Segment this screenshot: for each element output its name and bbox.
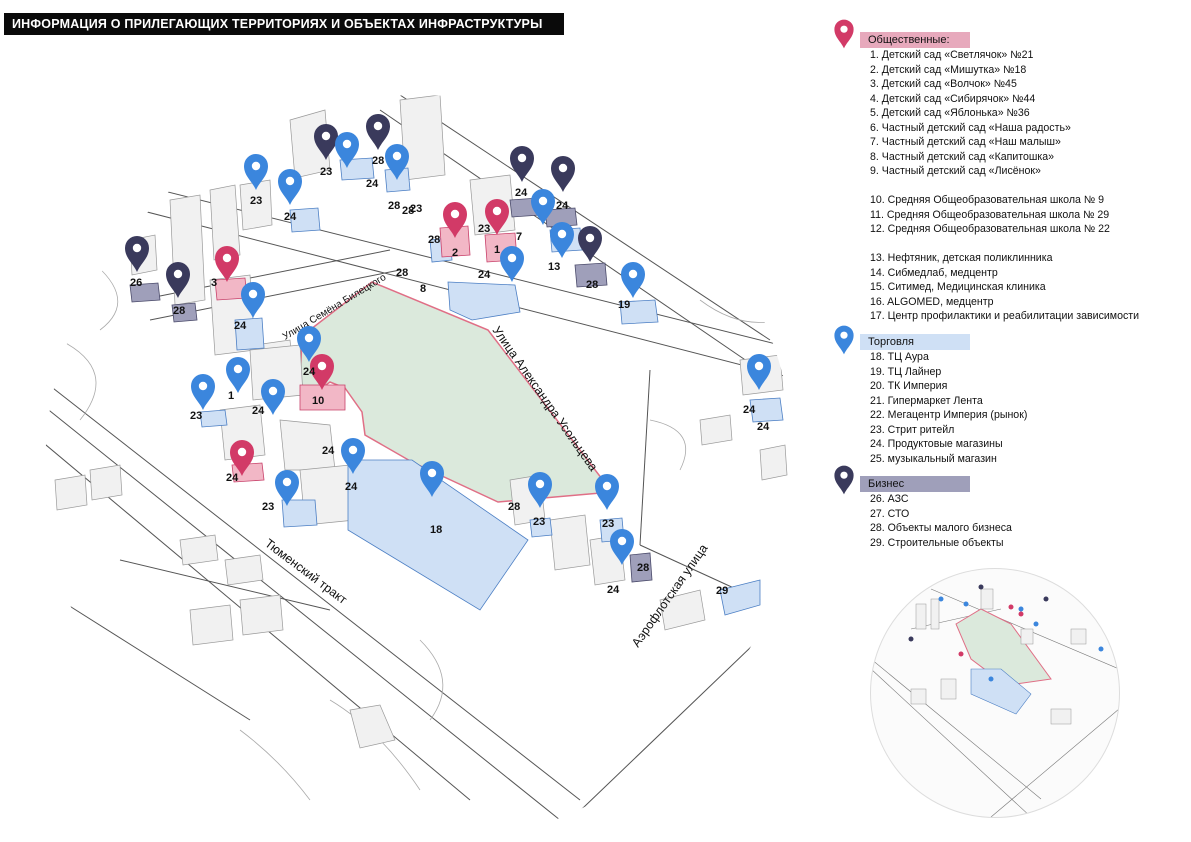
overview-mini-map xyxy=(870,568,1120,818)
legend-item: 1. Детский сад «Светлячок» №21 xyxy=(870,49,1034,61)
map-label: 24 xyxy=(607,584,620,596)
legend-spacer xyxy=(870,179,1139,194)
map-label: 23 xyxy=(533,516,545,528)
map-label: 28 xyxy=(396,267,408,279)
map-label: 24 xyxy=(743,404,756,416)
legend-item: 29. Строительные объекты xyxy=(870,536,1004,549)
map-label: 23 xyxy=(250,195,262,207)
map-label: 28 xyxy=(388,200,400,212)
map-label: 13 xyxy=(548,261,560,273)
map-label: 24 xyxy=(303,366,316,378)
legend-item: 3. Детский сад «Волчок» №45 xyxy=(870,78,1017,90)
map-label: 28 xyxy=(508,501,520,513)
map-label: 28 xyxy=(428,234,440,246)
map-label: 1 xyxy=(228,390,234,402)
legend-item: 19. ТЦ Лайнер xyxy=(870,365,942,378)
legend-item: 25. музыкальный магазин xyxy=(870,452,997,465)
map-label: 24 xyxy=(322,445,335,457)
map-base: Улица Семёна Билецкого Улица Александра … xyxy=(45,95,795,842)
legend-item: 16. ALGOMED, медцентр xyxy=(870,295,994,308)
legend-item: 9. Частный детский сад «Лисёнок» xyxy=(870,165,1041,177)
legend-item: 4. Детский сад «Сибирячок» №44 xyxy=(870,92,1036,105)
map-label: 24 xyxy=(284,211,297,223)
map-label: 23 xyxy=(410,203,422,215)
legend-item: 2. Детский сад «Мишутка» №18 xyxy=(870,63,1027,76)
map-label: 28 xyxy=(402,205,414,217)
mini-map-graphic xyxy=(871,584,1119,817)
map-label: 24 xyxy=(556,200,569,212)
map-label: 24 xyxy=(515,187,528,199)
map-label: 10 xyxy=(312,395,324,407)
map-label: 23 xyxy=(602,518,614,530)
legend-list-public: 1. Детский сад «Светлячок» №21 2. Детски… xyxy=(870,48,1139,324)
legend-item: 23. Стрит ритейл xyxy=(870,423,955,436)
map-label: 23 xyxy=(190,410,202,422)
legend-heading-public: Общественные: xyxy=(860,32,970,48)
map-label: 24 xyxy=(366,178,379,190)
map-label: 24 xyxy=(478,269,491,281)
map-pin-icon xyxy=(834,325,854,355)
map-label: 28 xyxy=(586,279,598,291)
building-18 xyxy=(347,459,529,611)
map-label: 23 xyxy=(478,223,490,235)
map-label: 24 xyxy=(252,405,265,417)
legend-list-trade: 18. ТЦ Аура 19. ТЦ Лайнер 20. ТК Империя… xyxy=(870,350,1027,466)
map-label: 23 xyxy=(262,501,274,513)
legend-heading-business: Бизнес xyxy=(860,476,970,492)
map-label: 24 xyxy=(234,320,247,332)
legend-item: 21. Гипермаркет Лента xyxy=(870,394,983,407)
page-title: ИНФОРМАЦИЯ О ПРИЛЕГАЮЩИХ ТЕРРИТОРИЯХ И О… xyxy=(4,13,564,35)
legend-item: 7. Частный детский сад «Наш малыш» xyxy=(870,136,1061,148)
map-label: 1 xyxy=(494,244,500,256)
map-label: 28 xyxy=(173,305,185,317)
legend-item: 17. Центр профилактики и реабилитации за… xyxy=(870,310,1140,322)
map-label: 24 xyxy=(757,421,770,433)
legend-item: 28. Объекты малого бизнеса xyxy=(870,522,1012,534)
map-label: 24 xyxy=(345,481,358,493)
legend-spacer xyxy=(870,237,1139,252)
legend-item: 8. Частный детский сад «Капитошка» xyxy=(870,150,1055,163)
legend-item: 11. Средняя Общеобразовательная школа № … xyxy=(870,208,1110,221)
legend-item: 22. Мегацентр Империя (рынок) xyxy=(870,409,1028,421)
map-label: 2 xyxy=(452,247,458,259)
map-label: 18 xyxy=(430,524,442,536)
legend-item: 18. ТЦ Аура xyxy=(870,351,929,363)
legend-item: 5. Детский сад «Яблонька» №36 xyxy=(870,107,1030,119)
legend-item: 26. АЗС xyxy=(870,493,909,505)
legend-heading-trade: Торговля xyxy=(860,334,970,350)
legend-item: 20. ТК Империя xyxy=(870,380,948,392)
legend-item: 13. Нефтяник, детская поликлинника xyxy=(870,252,1053,264)
map-label: 3 xyxy=(211,277,217,289)
map-label: 23 xyxy=(320,166,332,178)
map-label: 28 xyxy=(372,155,384,167)
map-label: 8 xyxy=(420,283,426,295)
map-pin-icon xyxy=(834,465,854,495)
map-label: 7 xyxy=(516,231,522,243)
legend-item: 15. Ситимед, Медицинская клиника xyxy=(870,281,1046,293)
map-pin-icon xyxy=(834,19,854,49)
map-label: 28 xyxy=(637,562,649,574)
legend-item: 14. Сибмедлаб, медцентр xyxy=(870,266,998,279)
map-label: 26 xyxy=(130,277,142,289)
legend-item: 6. Частный детский сад «Наша радость» xyxy=(870,121,1071,134)
map-label: 24 xyxy=(226,472,239,484)
site-map: Улица Семёна Билецкого Улица Александра … xyxy=(45,95,795,842)
legend-item: 24. Продуктовые магазины xyxy=(870,438,1003,450)
legend-list-business: 26. АЗС 27. СТО 28. Объекты малого бизне… xyxy=(870,492,1012,550)
legend-item: 27. СТО xyxy=(870,507,910,520)
map-label: 29 xyxy=(716,585,728,597)
legend-item: 10. Средняя Общеобразовательная школа № … xyxy=(870,194,1105,206)
map-label: 19 xyxy=(618,299,630,311)
legend-item: 12. Средняя Общеобразовательная школа № … xyxy=(870,223,1110,235)
